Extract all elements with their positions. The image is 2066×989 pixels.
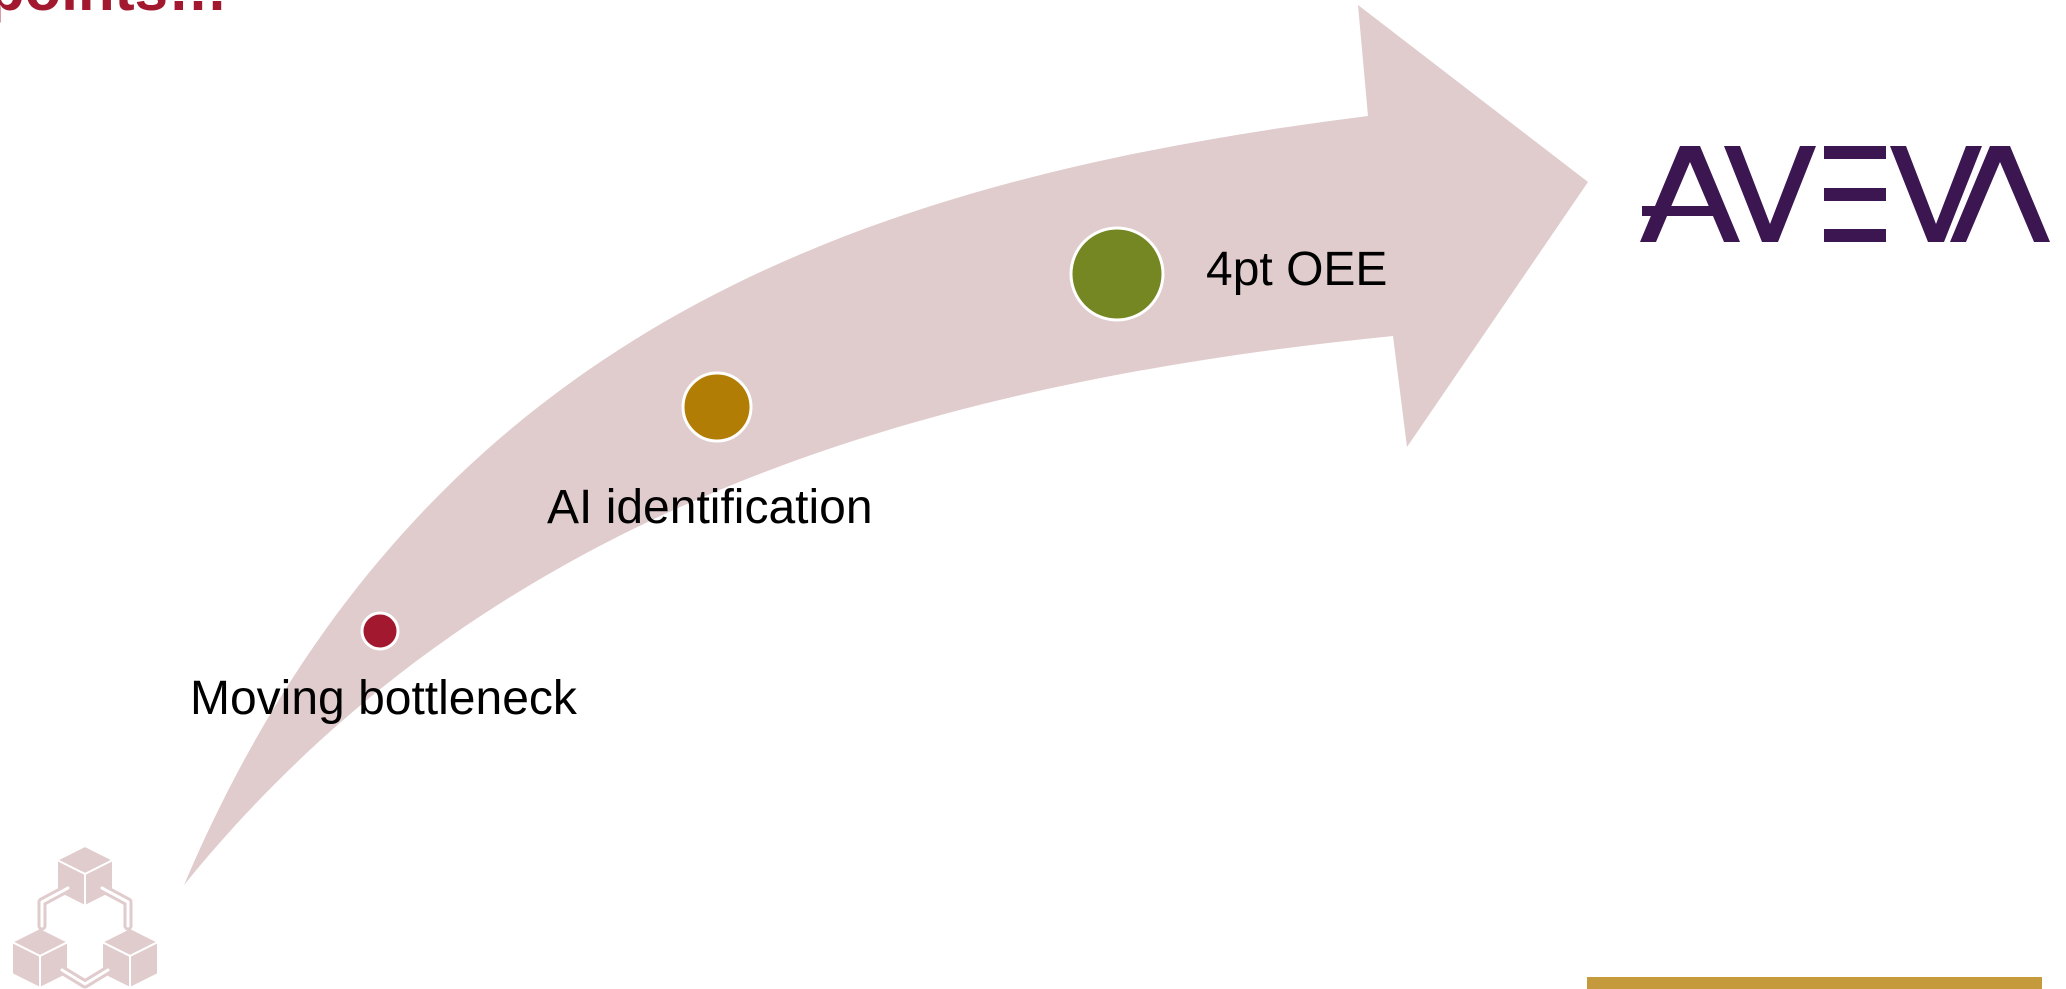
slide-title: points… — [0, 0, 228, 20]
milestone-dot-bottleneck — [360, 611, 400, 651]
cubes-logo-icon — [9, 844, 161, 989]
milestone-dot-oee — [1069, 226, 1165, 322]
curved-arrow-shape — [184, 5, 1588, 885]
milestone-label-oee: 4pt OEE — [1206, 243, 1388, 296]
footer-accent-bar — [1587, 977, 2042, 989]
milestone-dot-ai — [681, 371, 753, 443]
milestone-label-bottleneck: Moving bottleneck — [190, 672, 577, 725]
milestone-label-ai: AI identification — [547, 481, 873, 534]
aveva-logo — [1640, 146, 2050, 242]
